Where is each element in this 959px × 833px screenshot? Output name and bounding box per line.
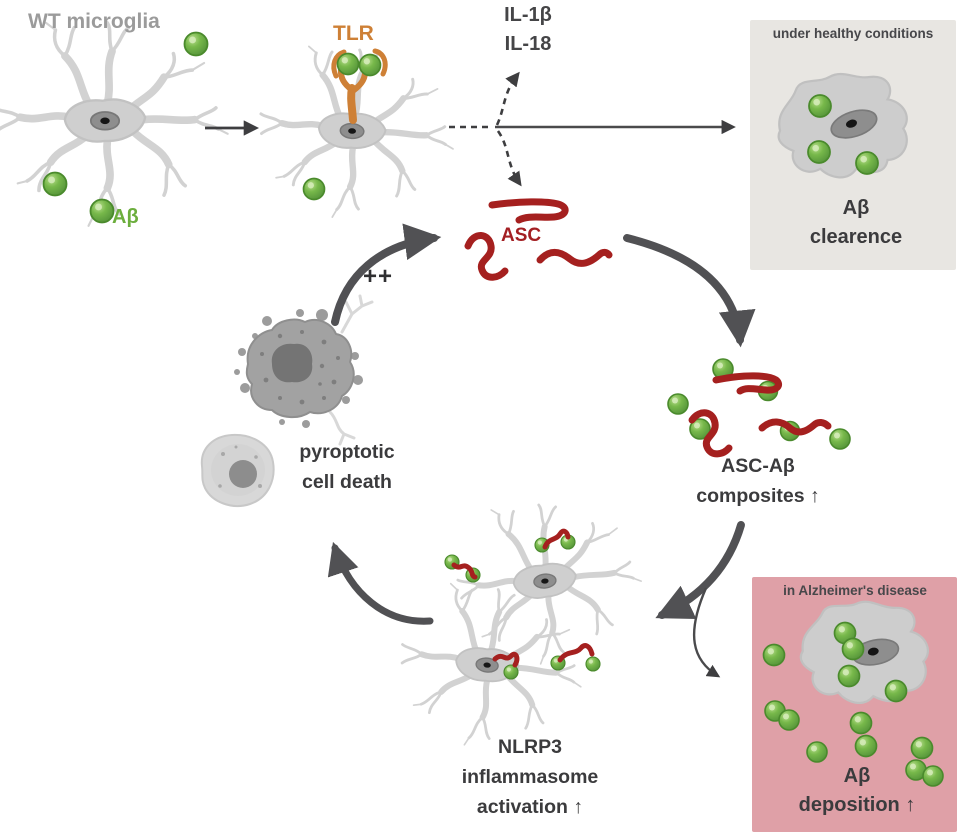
- disease-box-title: in Alzheimer's disease: [783, 583, 927, 598]
- nlrp3-label: NLRP3 inflammasome activation ↑: [461, 736, 599, 818]
- healthy-box-caption: Aβ clearence: [809, 197, 903, 248]
- arrow-pyroptosis-to-asc: [331, 223, 442, 326]
- dying-cell-icon: [234, 294, 374, 446]
- dashed-arrow-to-asc: [496, 130, 522, 187]
- amoeboid-microglia-icon: [777, 72, 908, 179]
- asc-speck-icon: [464, 198, 613, 281]
- asc-abeta-composite-icon: [667, 358, 851, 458]
- il18-label: IL-18: [504, 33, 552, 55]
- round-cell-icon: [200, 433, 275, 507]
- pyroptotic-label: pyroptotic cell death: [299, 441, 395, 493]
- abeta-legend-label: Aβ: [112, 206, 139, 228]
- asc-abeta-fragment-icon: [444, 528, 601, 680]
- wt-microglia-label: WT microglia: [28, 10, 160, 33]
- arrow-asc-to-composites: [623, 234, 756, 348]
- disease-box-caption: Aβ deposition ↑: [798, 765, 916, 816]
- abeta-sphere-icon: [667, 393, 689, 415]
- microglia-ramified-icon: [451, 495, 649, 671]
- il1b-label: IL-1β: [504, 4, 552, 26]
- dashed-arrow-to-cytokines: [495, 71, 520, 126]
- cytokines-label: IL-1β IL-18: [504, 1, 552, 59]
- asc-label: ASC: [501, 225, 542, 246]
- tlr-label: TLR: [333, 22, 374, 45]
- arrow-nlrp3-to-pyroptosis: [327, 541, 434, 625]
- abeta-sphere-icon: [829, 428, 851, 450]
- amoeboid-microglia-icon: [795, 594, 934, 711]
- arrow-composites-to-nlrp3: [655, 521, 745, 619]
- plus-plus-label: ++: [363, 263, 394, 290]
- arrow-composites-to-deposition: [693, 587, 721, 678]
- healthy-box-title: under healthy conditions: [772, 26, 934, 41]
- composites-label: ASC-Aβ composites ↑: [696, 455, 820, 507]
